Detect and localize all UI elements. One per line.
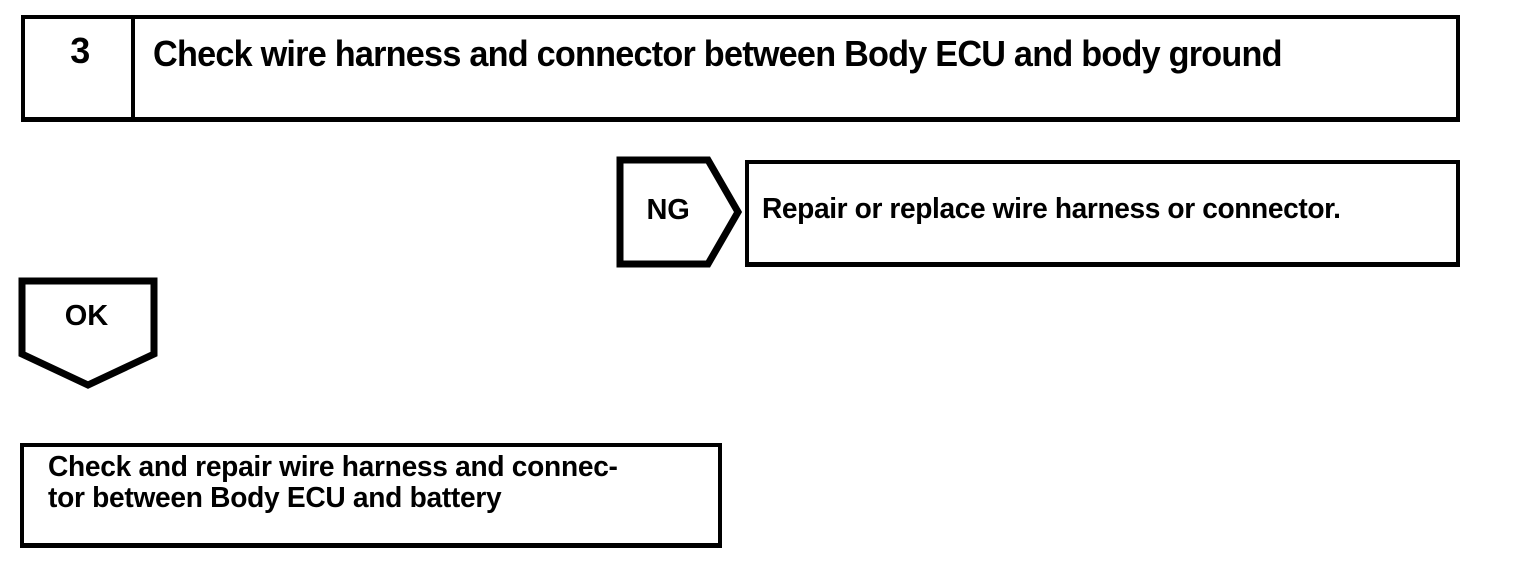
- ok-label: OK: [64, 300, 109, 332]
- step-title: Check wire harness and connector between…: [153, 33, 1283, 74]
- result-text: Check and repair wire harness and connec…: [48, 452, 688, 514]
- ng-label: NG: [646, 194, 690, 226]
- result-text-line-1: Check and repair wire harness and connec…: [48, 451, 618, 483]
- result-text-line-2: tor between Body ECU and battery: [48, 482, 502, 514]
- result-box: Check and repair wire harness and connec…: [20, 443, 722, 548]
- ng-pentagon-shape: [616, 156, 742, 268]
- ok-pentagon-shape: [18, 277, 158, 389]
- step-3-box: 3 Check wire harness and connector betwe…: [21, 15, 1460, 122]
- step-number: 3: [70, 30, 90, 71]
- repair-action-box: Repair or replace wire harness or connec…: [745, 160, 1460, 267]
- repair-action-text: Repair or replace wire harness or connec…: [762, 193, 1341, 225]
- step-number-cell: [25, 19, 135, 117]
